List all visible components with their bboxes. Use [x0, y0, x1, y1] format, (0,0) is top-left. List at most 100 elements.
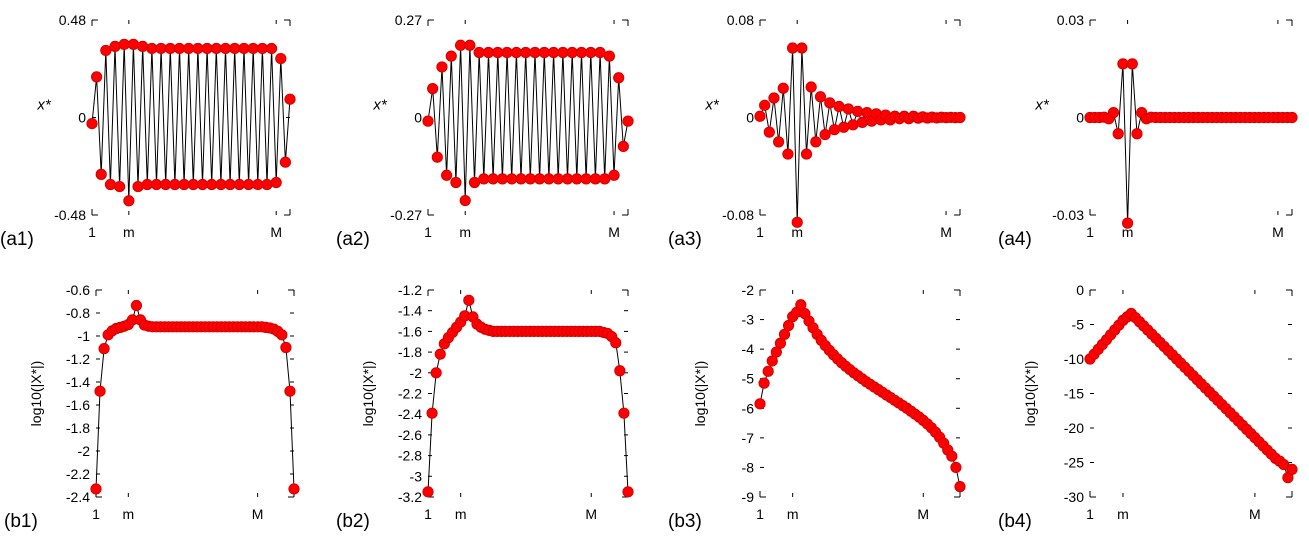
data-point	[482, 46, 495, 59]
data-point	[566, 46, 578, 59]
data-point	[487, 173, 499, 185]
data-point	[1121, 217, 1134, 229]
y-tick-label: -1	[78, 328, 91, 344]
data-point	[434, 348, 446, 360]
y-tick-label: -9	[742, 489, 755, 505]
data-point	[759, 99, 771, 111]
data-point	[758, 377, 770, 389]
data-point	[580, 173, 592, 185]
data-point	[137, 40, 149, 53]
x-tick-label: 1	[756, 224, 764, 240]
y-tick-label: -0.6	[66, 282, 90, 298]
data-point	[95, 168, 107, 180]
y-tick-label: -1.4	[398, 303, 422, 319]
data-point	[114, 180, 126, 193]
x-tick-label: 1	[92, 506, 100, 522]
y-tick-label: 0	[78, 110, 86, 126]
data-point	[123, 195, 135, 207]
y-tick-label: -5	[1072, 317, 1085, 333]
data-point	[1286, 111, 1298, 124]
y-axis-label: x*	[372, 97, 388, 114]
x-tick-label: 1	[1086, 224, 1094, 240]
data-point	[786, 42, 799, 54]
x-tick-label: m	[1122, 224, 1134, 240]
data-point	[90, 483, 102, 495]
data-point	[805, 81, 817, 93]
data-point	[459, 194, 471, 207]
data-point	[1278, 458, 1290, 471]
y-tick-label: -2.4	[66, 489, 90, 505]
data-point	[594, 46, 606, 59]
panel-label: (a2)	[336, 229, 370, 250]
data-point	[276, 329, 288, 341]
data-point	[552, 173, 564, 185]
x-tick-label: m	[123, 224, 135, 240]
data-point	[773, 136, 785, 148]
panel-label: (b3)	[668, 511, 702, 532]
data-point	[422, 115, 434, 127]
y-axis-label: log10(|X*|)	[28, 361, 44, 427]
y-tick-label: -1.6	[398, 323, 422, 339]
y-tick-label: -1.8	[66, 420, 90, 436]
data-point	[538, 46, 550, 59]
data-point	[524, 173, 536, 185]
data-point	[441, 169, 453, 181]
data-point	[431, 151, 443, 163]
y-tick-label: -7	[742, 430, 755, 446]
y-tick-label: -15	[1064, 386, 1084, 402]
data-point	[534, 173, 546, 185]
series-line	[759, 303, 961, 487]
y-tick-label: -1.8	[398, 344, 422, 360]
data-point	[284, 385, 296, 397]
data-point	[280, 341, 292, 354]
series-markers	[422, 294, 634, 498]
data-point	[589, 173, 602, 185]
series-line	[91, 44, 291, 201]
data-point	[91, 71, 103, 83]
data-point	[585, 46, 597, 59]
data-point	[445, 50, 457, 62]
y-tick-label: -2.2	[398, 386, 422, 402]
y-tick-label: -2.6	[398, 427, 422, 443]
data-point	[768, 92, 780, 104]
data-point	[603, 50, 615, 62]
data-point	[436, 61, 448, 73]
data-point	[622, 486, 634, 498]
y-tick-label: -8	[742, 459, 755, 475]
data-point	[1112, 128, 1124, 140]
data-point	[754, 110, 766, 122]
series-markers	[422, 39, 634, 207]
y-tick-label: -3.2	[398, 489, 422, 505]
y-tick-label: -5	[742, 371, 755, 387]
y-tick-label: -0.03	[1052, 207, 1084, 223]
data-point	[828, 124, 841, 136]
data-point	[492, 46, 504, 59]
data-point	[617, 140, 629, 152]
data-point	[599, 173, 611, 185]
y-tick-label: -1.2	[398, 282, 422, 298]
series-line	[95, 303, 295, 490]
data-point	[800, 148, 813, 160]
y-tick-label: -1.6	[66, 397, 90, 413]
data-point	[547, 46, 560, 59]
data-point	[478, 173, 490, 185]
data-point	[613, 72, 625, 84]
y-tick-label: -0.48	[54, 207, 86, 223]
data-point	[515, 173, 527, 185]
data-point	[529, 46, 541, 59]
data-point	[130, 299, 143, 312]
data-point	[430, 367, 442, 379]
data-point	[1286, 463, 1298, 475]
y-tick-label: 0	[1076, 282, 1084, 298]
data-point	[501, 46, 513, 59]
data-point	[104, 178, 117, 191]
panel-label: (a4)	[998, 229, 1032, 250]
series-line	[427, 45, 629, 201]
y-tick-label: -30	[1064, 489, 1084, 505]
data-point	[510, 46, 522, 59]
y-tick-label: -1.4	[66, 374, 90, 390]
